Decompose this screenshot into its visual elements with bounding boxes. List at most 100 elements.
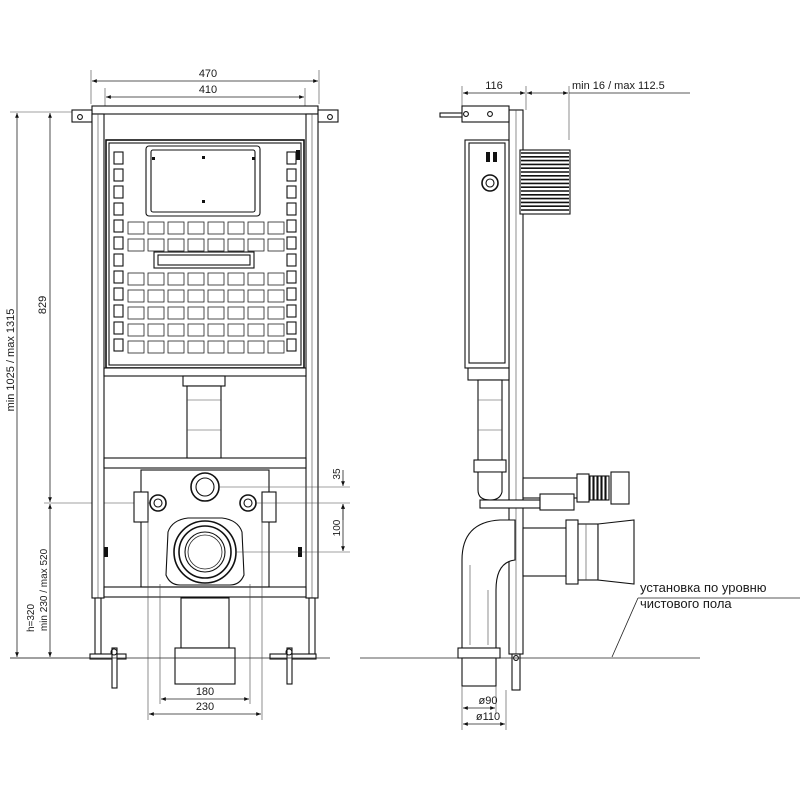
rib <box>247 323 265 337</box>
rib <box>113 185 124 199</box>
rib <box>286 236 297 250</box>
rib <box>187 238 205 252</box>
rib <box>597 475 602 501</box>
rib <box>187 340 205 354</box>
rib <box>227 289 245 303</box>
rib <box>113 202 124 216</box>
rib <box>227 306 245 320</box>
rib <box>267 221 285 235</box>
rib <box>286 304 297 318</box>
rib <box>207 289 225 303</box>
rib <box>267 289 285 303</box>
dim-drain-offset: 100 <box>332 519 343 536</box>
rib <box>286 151 297 165</box>
rib <box>247 238 265 252</box>
rib <box>207 272 225 286</box>
rib <box>167 272 185 286</box>
rib <box>207 306 225 320</box>
rib <box>147 221 165 235</box>
rib <box>167 221 185 235</box>
rib <box>167 306 185 320</box>
install-note-line1: установка по уровню <box>640 580 767 595</box>
rib <box>113 168 124 182</box>
rib <box>519 149 571 215</box>
rib <box>227 221 245 235</box>
rib <box>247 289 265 303</box>
rib <box>286 287 297 301</box>
rib <box>247 221 265 235</box>
rib <box>286 168 297 182</box>
rib <box>286 338 297 352</box>
side-view: 116 min 16 / max 112.5 <box>360 80 800 730</box>
rib <box>113 270 124 284</box>
rib <box>247 272 265 286</box>
rib <box>113 236 124 250</box>
dim-outlet-height-range: min 230 / max 520 <box>39 548 50 631</box>
dim-frame-depth: 116 <box>485 80 503 92</box>
rib <box>147 238 165 252</box>
rib <box>127 221 145 235</box>
rib <box>113 287 124 301</box>
rib <box>207 221 225 235</box>
dim-panel-depth-range: min 16 / max 112.5 <box>572 80 665 92</box>
rib <box>127 306 145 320</box>
dim-pipe-diameter-large: ø110 <box>476 711 500 723</box>
rib <box>127 340 145 354</box>
dim-foot-width-inner: 180 <box>196 686 214 698</box>
rib <box>267 272 285 286</box>
rib <box>227 323 245 337</box>
dim-outlet-height-h: h=320 <box>26 604 37 633</box>
rib <box>113 304 124 318</box>
rib <box>113 253 124 267</box>
rib <box>187 306 205 320</box>
rib <box>601 475 606 501</box>
rib <box>167 323 185 337</box>
rib <box>267 306 285 320</box>
rib <box>147 340 165 354</box>
width-dimension-470: 470 <box>90 68 320 104</box>
rib <box>127 238 145 252</box>
rib <box>187 323 205 337</box>
rib <box>167 340 185 354</box>
rib <box>267 238 285 252</box>
rib <box>113 151 124 165</box>
dim-frame-width-inner: 410 <box>199 84 217 96</box>
rib <box>267 323 285 337</box>
dim-frame-width-outer: 470 <box>199 68 217 80</box>
rib <box>127 289 145 303</box>
rib <box>113 338 124 352</box>
dim-total-height: min 1025 / max 1315 <box>5 309 17 412</box>
height-dimensions: min 1025 / max 1315 829 min 230 / max 52… <box>5 111 150 659</box>
rib <box>227 272 245 286</box>
rib <box>187 221 205 235</box>
front-view: 470 410 min 1025 / max 1315 829 min 230 … <box>5 68 350 720</box>
rib <box>286 202 297 216</box>
rib <box>147 306 165 320</box>
rib <box>227 238 245 252</box>
rib <box>286 185 297 199</box>
rib <box>267 340 285 354</box>
rib <box>286 270 297 284</box>
tank-ribbing <box>113 151 297 354</box>
rib <box>247 340 265 354</box>
rib <box>589 475 594 501</box>
rib <box>147 323 165 337</box>
dim-foot-width-outer: 230 <box>196 701 214 713</box>
dim-tank-height: 829 <box>37 296 49 314</box>
rib <box>187 272 205 286</box>
rib <box>207 238 225 252</box>
rib <box>167 289 185 303</box>
rib <box>187 289 205 303</box>
rib <box>127 323 145 337</box>
rib <box>605 475 610 501</box>
rib <box>593 475 598 501</box>
rib <box>286 253 297 267</box>
rib <box>113 219 124 233</box>
rib <box>127 272 145 286</box>
rib <box>286 219 297 233</box>
rib <box>227 340 245 354</box>
rib <box>147 272 165 286</box>
rib <box>113 321 124 335</box>
rib <box>207 323 225 337</box>
